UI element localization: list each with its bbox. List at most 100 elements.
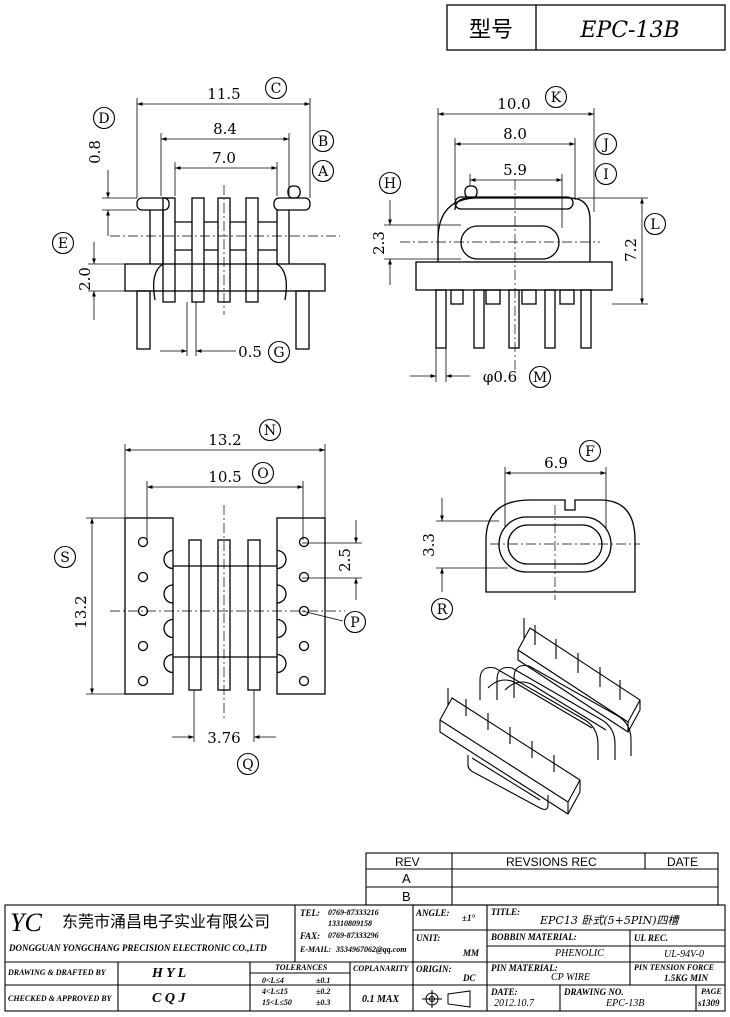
date-header: DATE [667,855,699,869]
rev-row-b: B [402,889,411,904]
tel-label: TEL: [300,908,320,918]
dim-S-value: 13.2 [72,595,90,628]
dim-G-value: 0.5 [238,343,262,361]
tol-value-1: ±0.1 [316,976,331,985]
callout-circle-n [258,418,282,442]
pin-hole [137,536,149,548]
callout-circle-s [53,545,77,569]
tolerances-label: TOLERANCES [275,963,328,972]
callout-letter-n: N [264,423,276,439]
callout-letter-l: L [650,217,659,233]
callout-letter-q: Q [242,757,253,773]
tol-value-2: ±0.2 [316,987,331,996]
callout-letter-i: I [603,167,609,183]
isometric-view [439,618,641,815]
pin-material-value: CP WIRE [551,972,590,983]
scallop [276,653,287,674]
section-view-centerlines [490,505,640,600]
scallop [163,618,174,639]
dim-R-value: 3.3 [420,533,438,557]
title-label: TITLE: [491,907,520,917]
tension-label: PIN TENSION FORCE [634,963,715,972]
front-view-dims [88,98,311,356]
coplanarity-value: 0.1 MAX [362,994,400,1005]
callout-letter-p: P [350,615,359,631]
dim-J-value: 8.0 [503,125,527,143]
dim-Q-value: 3.76 [207,729,240,747]
callout-circle-h [378,171,402,195]
rev-row-a: A [402,871,411,886]
callout-circle-i [594,162,618,186]
tol-range-1: 0<L≤4 [262,976,284,985]
unit-value: MM [463,948,480,958]
bobbin-label: BOBBIN MATERIAL: [491,932,577,942]
callout-letter-r: R [437,602,448,618]
title-value: EPC13 卧式(5+5PIN)四槽 [540,914,679,927]
projection-symbol-icon [422,990,471,1008]
callout-circle-b [311,129,335,153]
callout-letter-a: A [317,164,329,180]
callout-letter-s: S [60,550,70,566]
model-box [446,4,726,51]
scallop [163,653,174,674]
email-value: 3534967062@qq.com [336,945,407,954]
model-value: EPC-13B [579,18,679,43]
section-view-dims [436,467,607,592]
callout-circle-k [544,85,568,109]
scallop [163,584,174,604]
callout-circle-o [251,461,275,485]
side-view [415,185,613,349]
tension-value: 1.5KG MIN [664,973,709,983]
callout-letter-k: K [551,90,562,106]
pin-hole [298,536,310,548]
drawing-value: H Y L [152,966,187,981]
pin-hole [137,675,149,687]
callout-circle-g [267,340,291,364]
side-view-centerlines [400,180,600,370]
fax-label: FAX: [300,931,321,941]
callout-circle-j [594,132,618,156]
company-name-cn: 东莞市涌昌电子实业有限公司 [62,912,271,931]
callout-letter-b: B [318,134,328,150]
bottom-view [124,517,326,695]
pin-hole [137,640,149,652]
callout-letter-c: C [271,81,282,97]
drawing-label: DRAWING & DRAFTED BY [8,968,106,977]
scallop [163,549,174,570]
dim-P-value: 2.5 [336,548,354,572]
angle-value: ±1° [462,913,476,923]
callout-circle-a [311,159,335,183]
bottom-view-dims [86,444,362,742]
dim-O-value: 10.5 [208,468,241,486]
origin-value: DC [463,973,476,983]
model-label: 型号 [469,18,513,43]
callout-letter-j: J [601,137,609,153]
callout-letter-f: F [585,444,595,460]
scallop [276,549,287,570]
drawingno-value: EPC-13B [606,998,645,1009]
dim-I-value: 5.9 [503,161,527,179]
callout-circle-e [51,231,75,255]
callout-circle-p [343,610,367,634]
dim-C-value: 11.5 [207,85,240,103]
page-value: s1309 [698,998,720,1008]
rev-header: REV [395,855,420,869]
callout-circle-d [92,106,116,130]
callout-letter-g: G [273,345,284,361]
callout-letter-d: D [98,111,109,127]
side-view-dims [384,108,648,382]
callout-letter-h: H [384,176,396,192]
page-label: PAGE [701,987,722,996]
dim-M-value: φ0.6 [483,368,517,386]
dim-N-value: 13.2 [208,431,241,449]
bobbin-value: PHENOLIC [555,948,604,959]
unit-label: UNIT: [416,933,441,943]
front-view-centerlines [110,185,340,315]
drawingno-label: DRAWING NO. [564,987,624,997]
ulrec-label: UL REC. [634,933,669,943]
callout-circle-q [236,752,260,776]
callout-circle-r [430,597,454,621]
